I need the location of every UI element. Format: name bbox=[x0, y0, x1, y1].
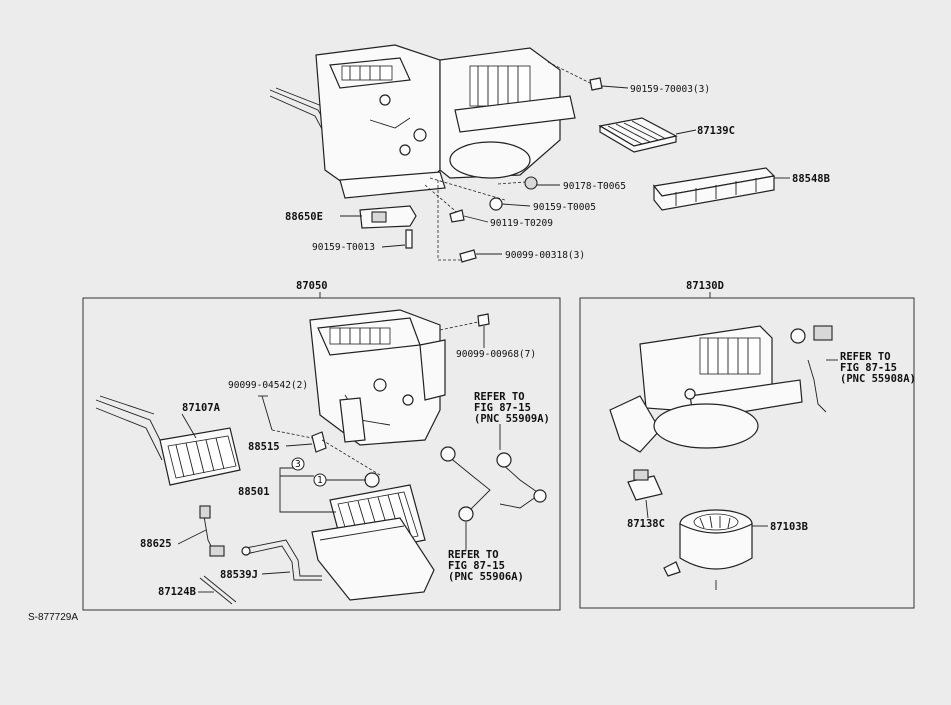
group-label-left: 87050 bbox=[296, 280, 328, 292]
callout-blower-motor: 87103B bbox=[770, 521, 808, 533]
screw-icon bbox=[459, 249, 477, 263]
blower-unit bbox=[609, 325, 803, 453]
circle-label-3: 3 bbox=[295, 459, 301, 470]
callout-screw-case: 90099-00968(7) bbox=[456, 349, 536, 360]
top-hvac-unit bbox=[269, 44, 576, 199]
callout-bolt-top: 90159-70003(3) bbox=[630, 84, 710, 95]
cabin-filter bbox=[598, 117, 678, 153]
callout-filter: 87139C bbox=[697, 125, 735, 137]
hose bbox=[241, 539, 322, 581]
bolt-icon bbox=[489, 197, 503, 211]
callout-nut: 90178-T0065 bbox=[563, 181, 626, 192]
heater-core bbox=[95, 395, 241, 486]
ref3-line2: FIG 87-15 bbox=[840, 362, 897, 374]
wire-harness bbox=[440, 446, 547, 522]
callout-hose: 88539J bbox=[220, 569, 258, 581]
nut-icon bbox=[524, 176, 538, 190]
ref3-line1: REFER TO bbox=[840, 351, 891, 363]
callout-screw-core: 90099-04542(2) bbox=[228, 380, 308, 391]
callout-thermistor: 88625 bbox=[140, 538, 172, 550]
lower-case bbox=[311, 517, 435, 601]
callout-heater-core: 87107A bbox=[182, 402, 221, 414]
thermistor bbox=[199, 505, 225, 557]
callout-clip: 90119-T0209 bbox=[490, 218, 553, 229]
wire-harness-right bbox=[790, 325, 833, 413]
ref2-line3: (PNC 55906A) bbox=[448, 571, 524, 583]
callout-evaporator: 88501 bbox=[238, 486, 270, 498]
callout-resistor: 87138C bbox=[627, 518, 665, 530]
circle-marker-3 bbox=[291, 457, 305, 471]
heater-case bbox=[309, 309, 446, 446]
callout-pipe: 87124B bbox=[158, 586, 196, 598]
callout-amplifier: 88650E bbox=[285, 211, 323, 223]
resistor bbox=[627, 469, 663, 501]
ref1-line2: FIG 87-15 bbox=[474, 402, 531, 414]
callout-bolt-mid: 90159-T0005 bbox=[533, 202, 596, 213]
valve-icon bbox=[311, 431, 327, 453]
clip-icon bbox=[449, 209, 465, 223]
callout-valve: 88515 bbox=[248, 441, 280, 453]
ref1-line3: (PNC 55909A) bbox=[474, 413, 550, 425]
ref1-line1: REFER TO bbox=[474, 391, 525, 403]
blower-motor bbox=[663, 509, 753, 590]
ref2-line1: REFER TO bbox=[448, 549, 499, 561]
group-label-right: 87130D bbox=[686, 280, 724, 292]
right-assembly-frame bbox=[579, 297, 915, 609]
filter-cover bbox=[652, 167, 776, 211]
callout-bolt-amp: 90159-T0013 bbox=[312, 242, 375, 253]
callout-screw-low: 90099-00318(3) bbox=[505, 250, 585, 261]
amplifier bbox=[359, 205, 417, 249]
screw-icon bbox=[477, 313, 490, 327]
callout-filter-cover: 88548B bbox=[792, 173, 830, 185]
bolt-icon bbox=[589, 77, 603, 91]
pipe-icon bbox=[199, 577, 233, 605]
circle-label-1: 1 bbox=[317, 475, 323, 486]
ref2-line2: FIG 87-15 bbox=[448, 560, 505, 572]
figure-id: S-877729A bbox=[28, 612, 78, 623]
ref3-line3: (PNC 55908A) bbox=[840, 373, 916, 385]
left-assembly-frame bbox=[82, 297, 561, 611]
screw-icon bbox=[261, 395, 273, 431]
